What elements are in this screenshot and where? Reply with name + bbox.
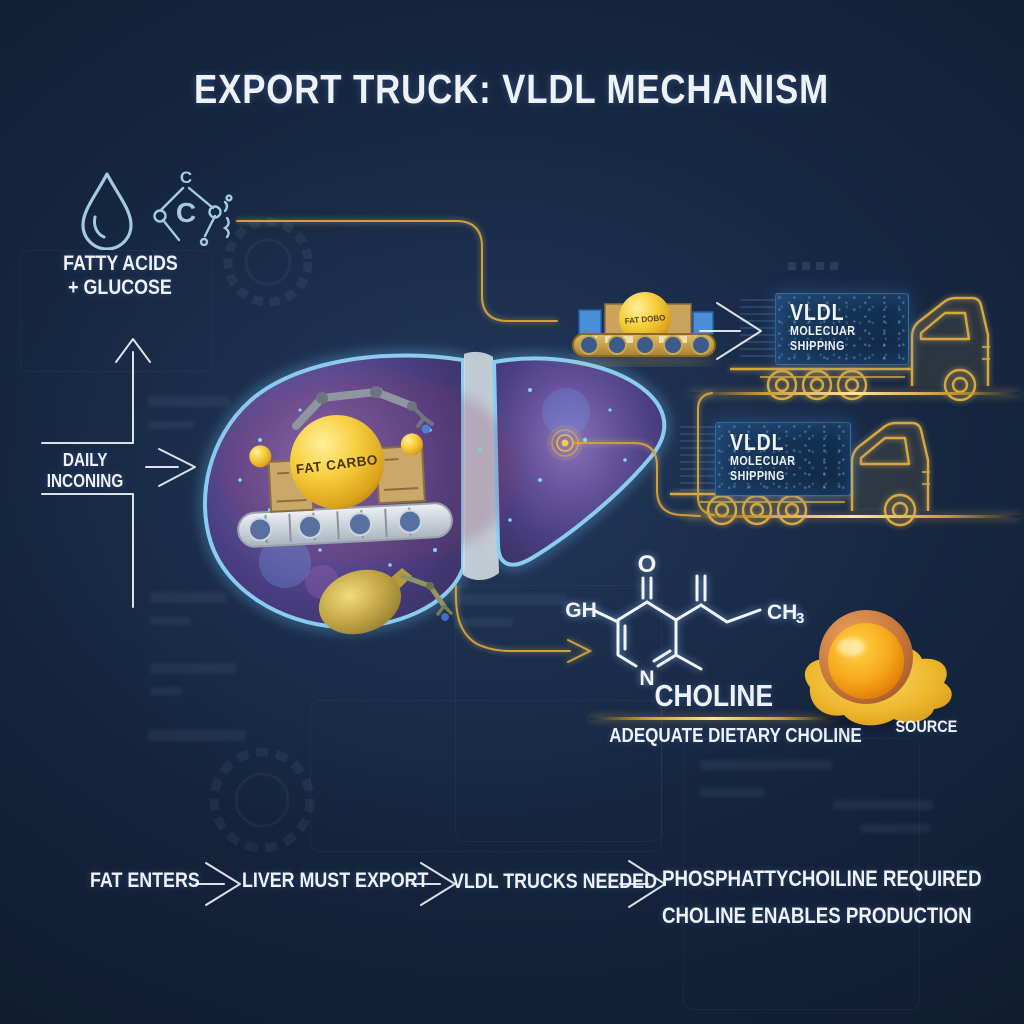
incoming-line2: INCONING [46, 471, 124, 491]
atom-ch3-sub: 3 [796, 610, 804, 627]
truck-top-line3: SHIPPING [790, 339, 845, 353]
mini-fat-sphere-label: FAT DOBO [624, 313, 665, 326]
background-panel [20, 250, 212, 372]
atom-o: O [638, 551, 657, 578]
background-blur-bar [150, 663, 236, 674]
background-blur-bar [150, 592, 226, 603]
liver-bubble [542, 388, 590, 436]
glucose-molecule-icon: C C [153, 168, 233, 247]
background-blur-bar [148, 730, 246, 741]
flow-final-line2: CHOLINE ENABLES PRODUCTION [662, 903, 972, 928]
background-panel [310, 700, 662, 852]
choline-subtitle: ADEQUATE DIETARY CHOLINE [609, 725, 862, 747]
liver-illustration: FAT CARBO [199, 349, 671, 635]
gallbladder-robot-arm [399, 573, 453, 621]
inputs-label: FATTY ACIDS + GLUCOSE [20, 252, 220, 300]
incoming-line1: DAILY [62, 450, 108, 470]
page-title: EXPORT TRUCK: VLDL MECHANISM [194, 66, 830, 112]
molecule-c-top: C [180, 168, 192, 187]
choline-molecule: O GH CH 3 N [565, 551, 804, 690]
choline-title: CHOLINE [654, 678, 774, 713]
liver-conveyor [237, 433, 453, 548]
inputs-label-line2: + GLUCOSE [68, 276, 172, 299]
mini-conveyor: FAT DOBO [572, 292, 717, 366]
mini-fat-sphere [619, 292, 671, 344]
egg-source-label: SOURCE [895, 717, 957, 736]
background-dot-row [788, 262, 838, 270]
connector-inputs-to-conveyor [236, 220, 558, 322]
egg-yolk [828, 623, 904, 699]
background-blur-bar [700, 788, 764, 797]
liver-right-lobe [491, 356, 667, 567]
truck-mid-line1: VLDL [730, 429, 785, 455]
liver-bubble [259, 536, 311, 588]
background-blur-bar [150, 617, 190, 625]
background-blur-bar [833, 800, 933, 810]
belt-wheels [579, 335, 711, 355]
incoming-label: DAILY INCONING [25, 450, 145, 492]
flow-conclusion: PHOSPHATTYCHOILINE REQUIRED CHOLINE ENAB… [662, 860, 1024, 934]
background-panel [683, 738, 920, 1010]
road-mid [685, 515, 1020, 518]
flow-step-3: VLDL TRUCKS NEEDED [452, 870, 657, 893]
robot-arm [292, 386, 434, 434]
truck-mid-line3: SHIPPING [730, 469, 785, 483]
truck-mid-trailer: VLDL MOLECUAR SHIPPING [715, 422, 851, 496]
fat-cargo-sphere [290, 415, 384, 509]
small-fat-sphere [249, 445, 272, 468]
small-fat-sphere [400, 433, 423, 456]
liver-ligament-band [463, 351, 499, 581]
flow-final-line1: PHOSPHATTYCHOILINE REQUIRED [662, 866, 982, 891]
inputs-label-line1: FATTY ACIDS [62, 252, 178, 275]
background-blur-bar [150, 687, 182, 695]
atom-gh: GH [565, 599, 597, 622]
vldl-truck-top: VLDL MOLECUAR SHIPPING [700, 283, 1020, 408]
background-blur-bar [700, 760, 832, 770]
vldl-truck-mid: VLDL MOLECUAR SHIPPING [640, 408, 960, 533]
truck-mid-line2: MOLECUAR [730, 454, 796, 468]
truck-top-line1: VLDL [790, 299, 845, 325]
atom-n: N [639, 667, 654, 690]
flow-step-1: FAT ENTERS [90, 869, 200, 892]
road-top [690, 392, 1020, 395]
truck-top-line2: MOLECUAR [790, 324, 856, 338]
flow-step-2: LIVER MUST EXPORT [242, 869, 429, 892]
background-blur-bar [860, 824, 930, 833]
egg-illustration [804, 610, 952, 726]
gallbladder [318, 568, 412, 635]
atom-ch: CH [767, 601, 797, 624]
conveyor-glow [573, 356, 717, 366]
background-blur-bar [148, 396, 230, 407]
droplet-icon [81, 172, 133, 250]
molecule-c-center: C [176, 197, 196, 228]
blue-box [578, 309, 602, 335]
background-blur-bar [148, 421, 194, 429]
choline-underline [590, 717, 836, 720]
truck-top-trailer: VLDL MOLECUAR SHIPPING [775, 293, 909, 365]
yolk-highlight [837, 638, 865, 656]
